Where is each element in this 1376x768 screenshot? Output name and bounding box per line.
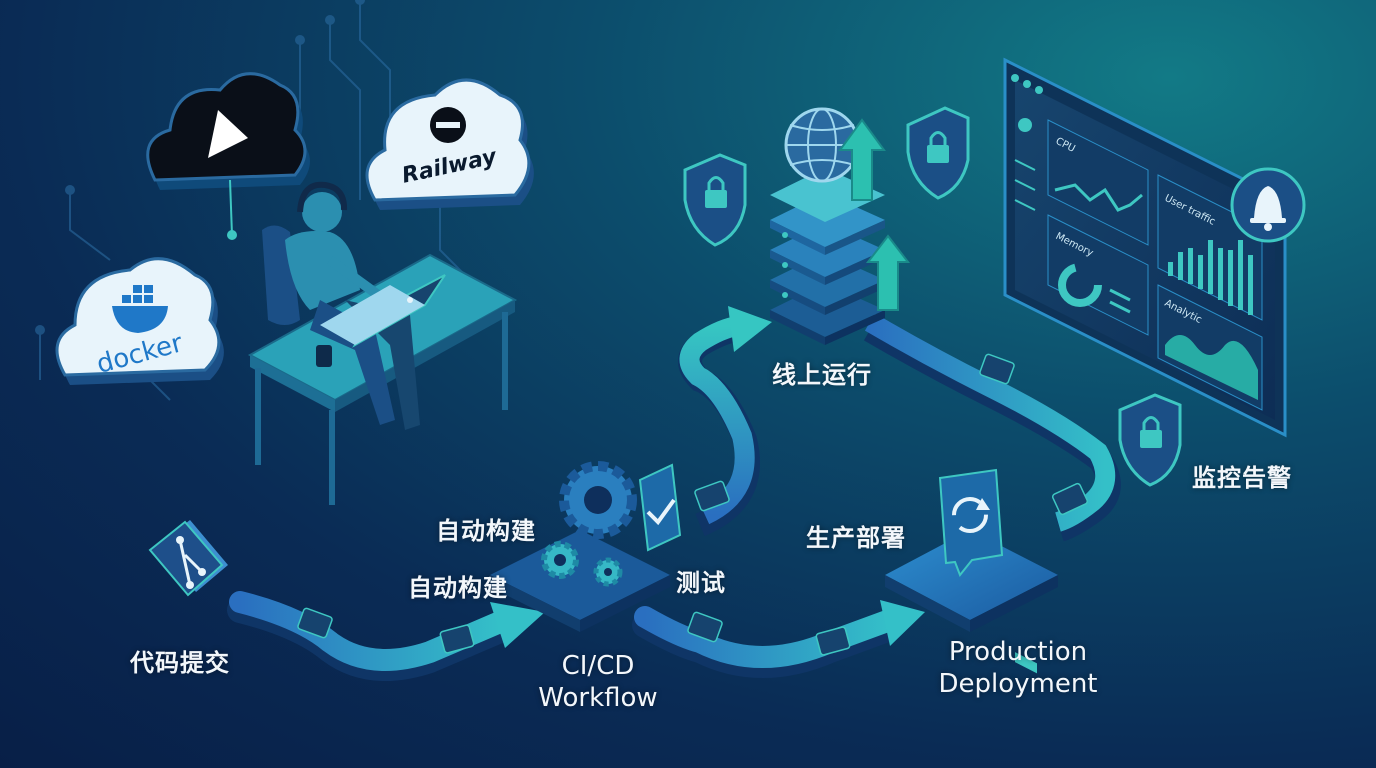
- step-build-upper-label: 自动构建: [436, 517, 536, 545]
- security-shield-icon-left: [683, 153, 747, 247]
- cpu-line-chart: [1054, 183, 1143, 212]
- monitoring-dashboard: CPU User traffic Memory Analytic: [1003, 57, 1306, 674]
- production-deployment-label: Production Deployment: [928, 636, 1108, 700]
- production-platform: [885, 468, 1058, 632]
- gear-large-icon: [559, 461, 637, 539]
- test-clipboard-icon: [638, 463, 682, 552]
- scale-up-arrow-icon: [838, 118, 911, 311]
- server-stack: [770, 107, 911, 345]
- user-avatar-icon: [1018, 118, 1032, 132]
- memory-donut-chart: [1058, 263, 1102, 307]
- user-traffic-bar-chart: [1168, 240, 1253, 315]
- coffee-cup-icon: [316, 345, 332, 367]
- cicd-line2: Workflow: [538, 683, 658, 713]
- cloud-platform-dark: [146, 72, 310, 240]
- cloud-docker: docker: [55, 257, 224, 385]
- flow-arrow-cicd-to-production: [632, 600, 925, 678]
- dashboard-sidebar: [1014, 118, 1037, 674]
- security-shield-icon-top: [906, 106, 970, 200]
- play-icon: [208, 110, 248, 158]
- flow-arrow-test-to-online: [678, 306, 772, 537]
- step-commit-label: 代码提交: [130, 649, 230, 677]
- cicd-platform: [490, 461, 682, 632]
- docker-whale-icon: [112, 285, 168, 333]
- step-deploy-label: 生产部署: [806, 524, 906, 552]
- step-build-lower-label: 自动构建: [408, 574, 508, 602]
- step-test-label: 测试: [676, 569, 726, 597]
- cicd-workflow-label: CI/CD Workflow: [528, 650, 668, 714]
- alert-bell-icon: [1230, 167, 1306, 243]
- step-online-label: 线上运行: [772, 361, 872, 389]
- production-line1: Production: [948, 637, 1088, 667]
- git-icon: [148, 520, 228, 597]
- deploy-refresh-icon: [938, 468, 1004, 577]
- production-line2: Deployment: [938, 669, 1098, 699]
- flow-arrow-commit-to-cicd: [227, 591, 545, 681]
- security-shield-icon-right: [1118, 393, 1182, 487]
- flow-path-server-to-monitor: [863, 313, 1121, 542]
- cloud-railway: Railway: [365, 78, 534, 210]
- cicd-line1: CI/CD: [561, 651, 635, 681]
- step-monitor-label: 监控告警: [1192, 464, 1292, 492]
- developer-at-desk: [247, 181, 518, 505]
- analytic-area-chart: [1165, 335, 1258, 400]
- globe-icon: [784, 107, 860, 183]
- gear-small-icon: [541, 541, 623, 587]
